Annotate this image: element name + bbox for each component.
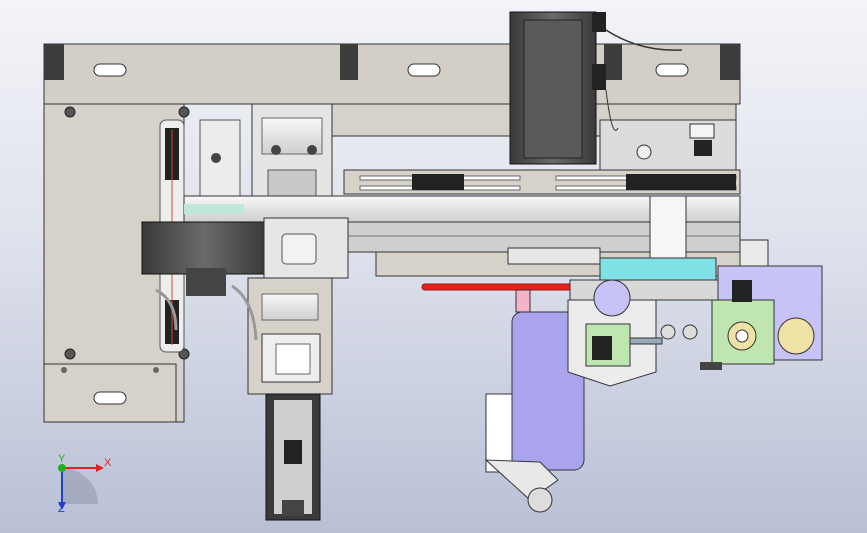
triad-y-origin-icon: [58, 464, 66, 472]
axis-triad[interactable]: X Y Z: [58, 453, 112, 515]
red-rod: [421, 283, 583, 291]
motor-cable-2: [155, 288, 178, 331]
motor-cable: [231, 284, 258, 341]
base-plate-top: [43, 43, 741, 105]
triad-x-arrow-icon: [96, 464, 104, 472]
tool-carriage: [507, 195, 769, 301]
z-axis-lower-column: [247, 277, 333, 521]
x-axis-motor: [141, 217, 349, 296]
triad-y-label: Y: [58, 453, 66, 465]
upper-slide-block: [199, 103, 333, 201]
triad-background-arc: [62, 468, 98, 504]
triad-x-label: X: [104, 457, 112, 469]
purple-housing: [484, 311, 585, 513]
stepper-motor-top: [509, 11, 683, 165]
triad-z-arrow-icon: [58, 502, 66, 510]
pink-block: [515, 289, 531, 313]
gripper-assembly: [567, 279, 698, 387]
right-purple-module: [700, 265, 823, 370]
triad-z-label: Z: [58, 503, 65, 515]
